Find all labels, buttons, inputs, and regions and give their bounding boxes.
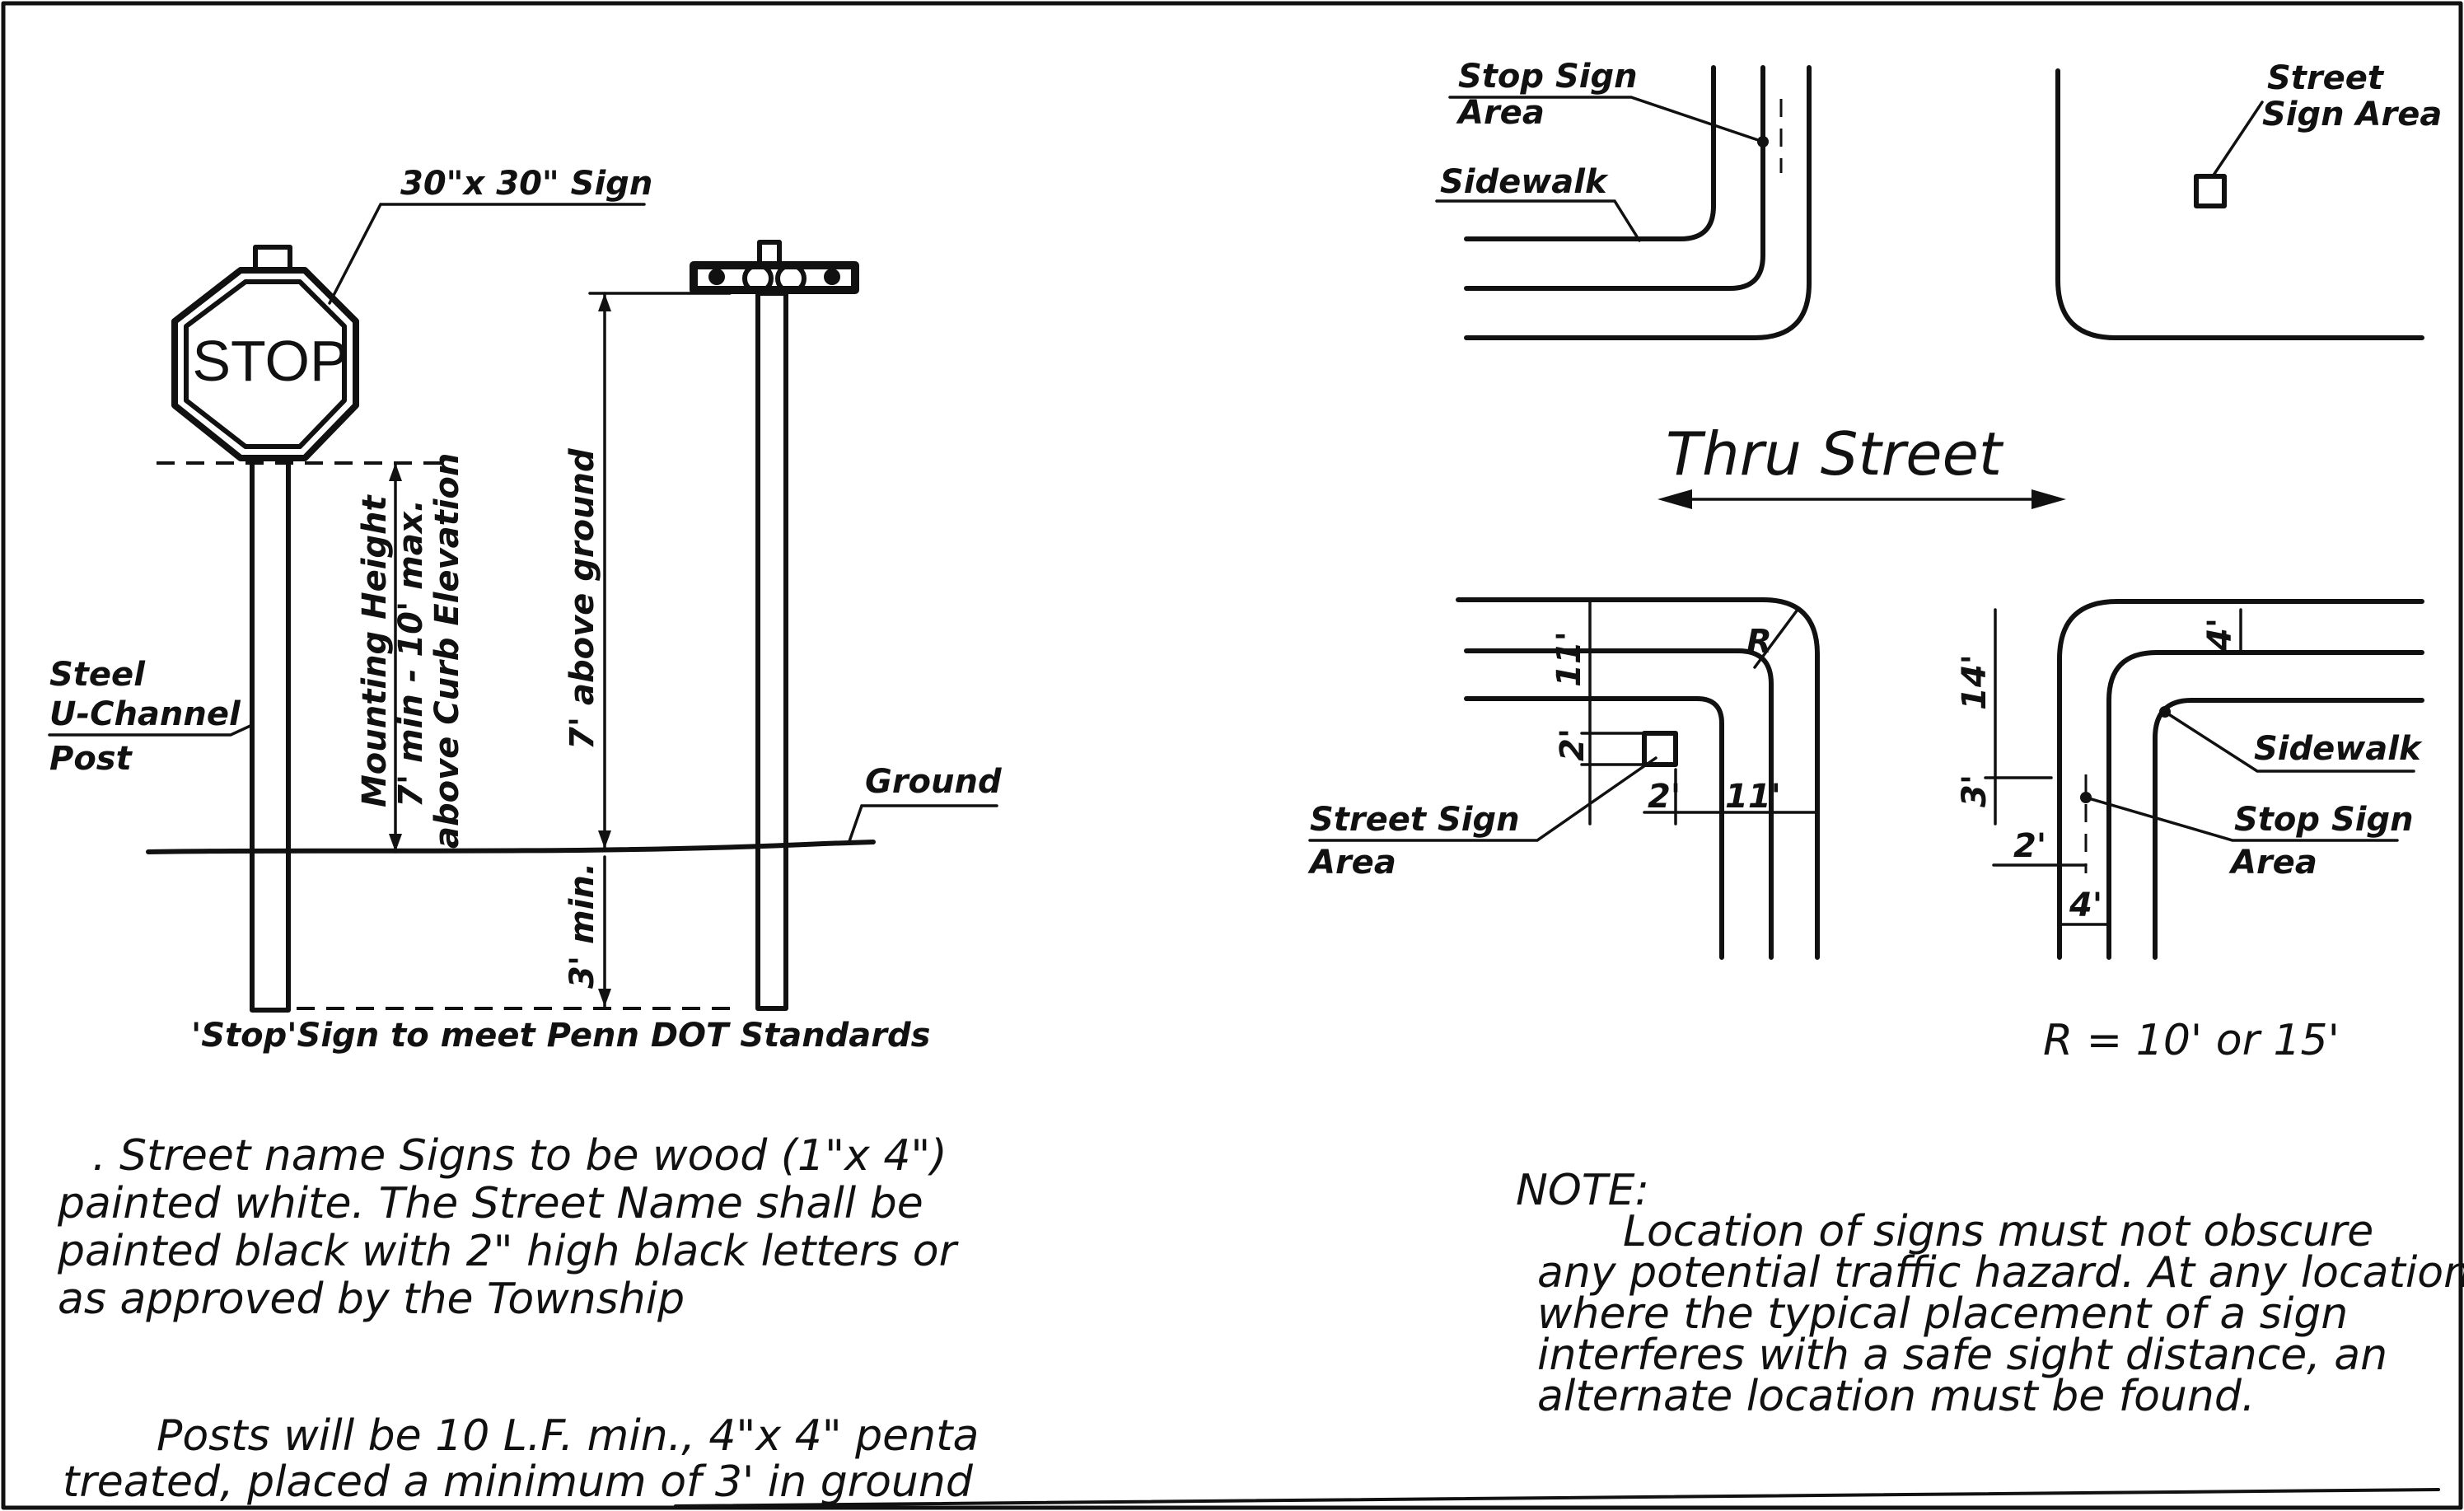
stop-sign-area-bottom-line1: Stop Sign	[2234, 801, 2414, 839]
plan-top-right-corner	[2055, 68, 2424, 340]
street-name-note-line2: painted white. The Street Name shall be	[57, 1179, 923, 1228]
below-ground-label: 3' min.	[563, 863, 601, 989]
dim-4-bottom: 4'	[2069, 886, 2102, 924]
sidewalk-top-label: Sidewalk	[1440, 163, 1609, 201]
dim-2-bottom: 2'	[2013, 827, 2046, 865]
street-sign-area-bottom-box	[1642, 731, 1678, 767]
wood-post	[755, 291, 788, 1011]
dim-2-horizontal: 2'	[1648, 778, 1681, 816]
standards-caption: 'Stop'Sign to meet Penn DOT Standards	[191, 1017, 930, 1055]
mounting-height-line3: above Curb Elevation	[428, 453, 466, 849]
note-title: NOTE:	[1516, 1166, 1649, 1215]
street-sign-area-bottom-line1: Street Sign	[1310, 801, 1520, 839]
note-line3: where the typical placement of a sign	[1537, 1289, 2348, 1339]
street-sign-area-top-line2: Sign Area	[2262, 96, 2442, 133]
street-name-note-line3: painted black with 2" high black letters…	[57, 1227, 960, 1276]
dim-14: 14'	[1956, 654, 1994, 710]
ground-line	[146, 840, 876, 854]
sign-size-leader	[328, 203, 646, 305]
bottom-rule	[674, 1488, 2440, 1508]
post-label-line3: Post	[49, 740, 133, 778]
note-line1: Location of signs must not obscure	[1623, 1207, 2373, 1256]
note-line5: alternate location must be found.	[1537, 1372, 2255, 1421]
above-ground-label: 7' above ground	[563, 448, 601, 750]
street-sign-area-top-leader	[2211, 101, 2264, 178]
stop-sign-octagon-inner	[184, 279, 347, 449]
street-name-note-line1: . Street name Signs to be wood (1"x 4")	[92, 1131, 947, 1181]
stop-sign-assembly: STOP	[171, 245, 359, 1013]
posts-note: Posts will be 10 L.F. min., 4"x 4" penta…	[63, 1411, 979, 1507]
dim-11-horizontal: 11'	[1725, 778, 1781, 816]
post-label-line2: U-Channel	[49, 695, 241, 733]
stop-sign-cap	[253, 245, 292, 273]
post-label-leader	[48, 723, 254, 737]
radius-leader	[1753, 608, 1799, 669]
posts-note-line1: Posts will be 10 L.F. min., 4"x 4" penta	[157, 1411, 979, 1461]
street-name-note-line4: as approved by the Township	[58, 1275, 685, 1324]
plan-bottom-left-corner	[1456, 597, 1820, 960]
steel-u-channel-post	[250, 456, 291, 1013]
sidewalk-top-leader	[1435, 199, 1641, 242]
stop-sign-area-top-line2: Area	[1456, 94, 1545, 132]
street-sign-area-top-box	[2194, 174, 2227, 208]
ground-leader	[847, 804, 998, 845]
street-sign-area-top-line1: Street	[2267, 59, 2385, 97]
radius-note: R = 10' or 15'	[2043, 1016, 2340, 1065]
dim-3: 3'	[1956, 774, 1994, 807]
street-name-note: . Street name Signs to be wood (1"x 4") …	[57, 1131, 960, 1324]
note-line2: any potential traffic hazard. At any loc…	[1537, 1248, 2464, 1298]
street-sign-area-bottom-leader	[1308, 756, 1657, 842]
stop-sign-area-bottom-line2: Area	[2228, 844, 2317, 882]
sidewalk-bottom-leader	[2163, 710, 2415, 773]
stop-sign-area-top-line1: Stop Sign	[1458, 58, 1638, 96]
street-name-cap	[757, 240, 782, 268]
sidewalk-bottom-label: Sidewalk	[2254, 730, 2423, 768]
stop-sign-text: STOP	[192, 329, 348, 393]
thru-street-label: Thru Street	[1666, 419, 2004, 489]
post-label-line1: Steel	[49, 656, 146, 694]
ground-label: Ground	[865, 763, 1002, 801]
posts-note-line2: treated, placed a minimum of 3' in groun…	[63, 1457, 974, 1507]
plan-top-left-corner	[1464, 65, 1812, 340]
street-sign-area-bottom-line2: Area	[1307, 844, 1396, 882]
stop-sign-octagon-outer	[171, 267, 359, 461]
sign-size-label: 30"x 30" Sign	[400, 165, 652, 203]
note-line4: interferes with a safe sight distance, a…	[1537, 1331, 2387, 1380]
street-name-sign-assembly	[690, 240, 859, 1011]
plan-bottom-right-corner	[2057, 599, 2424, 960]
mounting-height-line1: Mounting Height	[356, 494, 394, 807]
radius-label: R	[1746, 623, 1772, 661]
stop-sign-area-bottom-leader	[2084, 796, 2399, 842]
stop-sign-area-top-leader	[1448, 96, 1765, 143]
dim-11-vertical: 11'	[1550, 631, 1588, 687]
mounting-height-line2: 7' min - 10' max.	[392, 499, 430, 807]
dim-4-top: 4'	[2201, 618, 2239, 652]
